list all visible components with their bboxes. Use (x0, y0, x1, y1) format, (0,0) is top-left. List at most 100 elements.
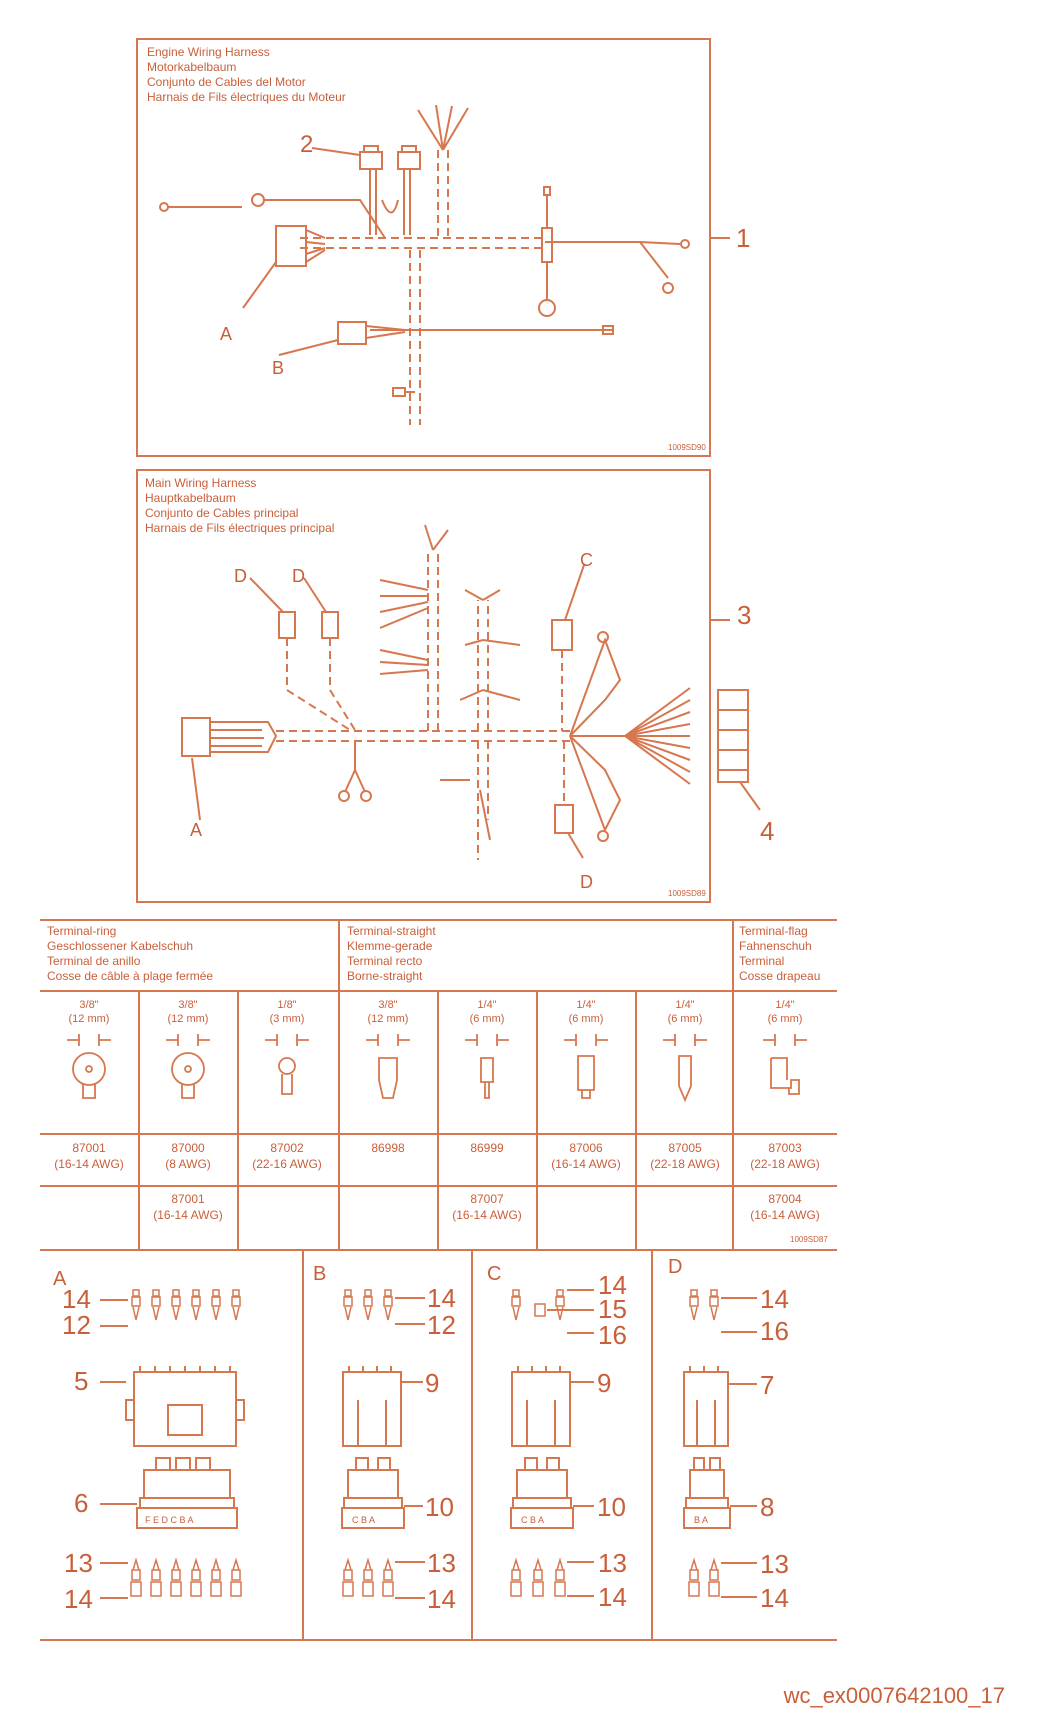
terminal-metric-3: (3 mm) (270, 1013, 305, 1025)
main-callout-a: A (190, 820, 202, 840)
terminal-size-1: 3/8" (79, 999, 98, 1011)
connector-b-label-9: 9 (425, 1368, 439, 1398)
engine-title-de: Motorkabelbaum (147, 60, 236, 74)
ring-header-de: Geschlossener Kabelschuh (47, 939, 193, 953)
connector-b-group: B 14 12 9 C B A 10 13 14 (313, 1263, 456, 1614)
connector-b-sockets (342, 1559, 394, 1597)
connector-a-pin-letters: F E D C B A (145, 1515, 194, 1525)
connector-c-group: C 14 15 16 9 C B A 10 13 14 (487, 1263, 627, 1612)
ring-header-es: Terminal de anillo (47, 954, 141, 968)
terminal-part-5: 86999 (470, 1141, 504, 1155)
terminal-metric-4: (12 mm) (368, 1013, 409, 1025)
main-wiring-harness-panel: Main Wiring Harness Hauptkabelbaum Conju… (136, 469, 774, 903)
connector-a-pins (131, 1289, 241, 1321)
straight-header-de: Klemme-gerade (347, 939, 433, 953)
connector-b-pin-letters: C B A (352, 1515, 375, 1525)
terminal-metric-7: (6 mm) (668, 1013, 703, 1025)
terminal-metric-5: (6 mm) (470, 1013, 505, 1025)
terminal-awg-7: (22-18 AWG) (650, 1157, 720, 1171)
terminal-metric-1: (12 mm) (69, 1013, 110, 1025)
main-item-number-3: 3 (737, 600, 751, 630)
connector-d-label-8: 8 (760, 1492, 774, 1522)
terminal-dimension-5 (465, 1034, 509, 1046)
terminal-drawing-6 (577, 1055, 595, 1099)
connector-b-label-12: 12 (427, 1310, 456, 1340)
terminal-size-5: 1/4" (477, 999, 496, 1011)
terminal-awg-1: (16-14 AWG) (54, 1157, 124, 1171)
connector-d-housing-7 (683, 1366, 757, 1447)
terminal-dimension-6 (564, 1034, 608, 1046)
terminal-size-3: 1/8" (277, 999, 296, 1011)
connector-d-plug-8 (683, 1457, 757, 1529)
main-callout-d-bottom: D (580, 872, 593, 892)
terminal-size-4: 3/8" (378, 999, 397, 1011)
connector-b-housing-9 (342, 1366, 423, 1447)
connector-b-letter: B (313, 1263, 326, 1285)
terminal-part-2: 87000 (171, 1141, 205, 1155)
main-harness-drawing (181, 524, 761, 860)
terminal-part-3: 87002 (270, 1141, 304, 1155)
terminal-metric-2: (12 mm) (168, 1013, 209, 1025)
terminal-drawing-3 (278, 1057, 296, 1095)
straight-header-fr: Borne-straight (347, 969, 423, 983)
connector-a-label-5: 5 (74, 1366, 88, 1396)
terminal-dimension-7 (663, 1034, 707, 1046)
terminal-drawing-1 (72, 1052, 106, 1099)
terminal-drawing-2 (171, 1052, 205, 1099)
connector-c-letter: C (487, 1263, 501, 1285)
terminal-drawing-8 (770, 1057, 800, 1095)
connector-a-plug-6 (100, 1457, 238, 1529)
connector-b-label-14-bottom: 14 (427, 1584, 456, 1614)
engine-title-fr: Harnais de Fils électriques du Moteur (147, 90, 346, 104)
connector-a-label-6: 6 (74, 1488, 88, 1518)
connector-d-sockets (688, 1559, 720, 1597)
flag-header-en: Terminal-flag (739, 924, 808, 938)
connector-c-pin-letters: C B A (521, 1515, 544, 1525)
connector-d-pin-letters: B A (694, 1515, 708, 1525)
engine-wiring-harness-panel: Engine Wiring Harness Motorkabelbaum Con… (136, 38, 750, 457)
main-title-de: Hauptkabelbaum (145, 491, 236, 505)
connector-a-housing-5 (100, 1366, 245, 1447)
connector-c-label-14-bottom: 14 (598, 1582, 627, 1612)
connector-d-label-14-top: 14 (760, 1284, 789, 1314)
engine-harness-drawing (159, 104, 730, 425)
terminal-alt-part-5: 87007 (470, 1192, 504, 1206)
terminal-metric-8: (6 mm) (768, 1013, 803, 1025)
connector-c-sockets (510, 1559, 566, 1597)
terminal-dimension-4 (366, 1034, 410, 1046)
connector-a-sockets (130, 1559, 242, 1597)
main-panel-frame (136, 469, 711, 903)
connector-c-pins (511, 1289, 565, 1321)
terminal-dimension-2 (166, 1034, 210, 1046)
main-callout-c: C (580, 550, 593, 570)
connector-c-housing-9 (511, 1366, 594, 1447)
connector-b-label-13: 13 (427, 1548, 456, 1578)
straight-header-en: Terminal-straight (347, 924, 436, 938)
terminal-awg-8: (22-18 AWG) (750, 1157, 820, 1171)
main-figure-code: 1009SD89 (668, 889, 706, 898)
main-title-es: Conjunto de Cables principal (145, 506, 298, 520)
terminal-size-8: 1/4" (775, 999, 794, 1011)
terminal-dimension-1 (67, 1034, 111, 1046)
terminal-part-8: 87003 (768, 1141, 802, 1155)
engine-item-number: 1 (736, 223, 750, 253)
connector-c-label-10: 10 (597, 1492, 626, 1522)
terminal-part-1: 87001 (72, 1141, 106, 1155)
flag-header-fr: Cosse drapeau (739, 969, 820, 983)
connector-c-label-9: 9 (597, 1368, 611, 1398)
terminal-size-6: 1/4" (576, 999, 595, 1011)
terminal-awg-3: (22-16 AWG) (252, 1157, 322, 1171)
connector-a-label-12: 12 (62, 1310, 91, 1340)
document-id: wc_ex0007642100_17 (783, 1683, 1005, 1708)
terminal-alt-part-8: 87004 (768, 1192, 802, 1206)
terminal-table-text: Terminal-ring Geschlossener Kabelschuh T… (47, 924, 828, 1244)
connector-d-label-7: 7 (760, 1370, 774, 1400)
terminal-size-7: 1/4" (675, 999, 694, 1011)
connector-a-label-13: 13 (64, 1548, 93, 1578)
main-item-number-4: 4 (760, 816, 774, 846)
terminal-awg-2: (8 AWG) (165, 1157, 211, 1171)
connector-a-letter: A (53, 1268, 67, 1290)
terminal-awg-6: (16-14 AWG) (551, 1157, 621, 1171)
connector-b-plug-10 (341, 1457, 423, 1529)
connector-b-label-14-top: 14 (427, 1283, 456, 1313)
